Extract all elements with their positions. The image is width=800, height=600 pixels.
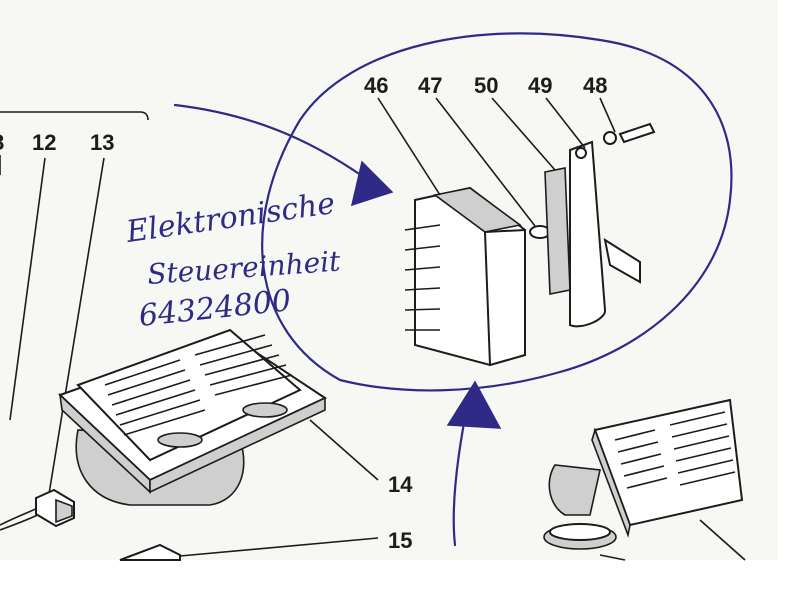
- leader-50: [491, 97, 556, 171]
- leader-48: [599, 97, 616, 133]
- panel-15: [119, 537, 379, 561]
- ink-arrow-top: [173, 103, 377, 187]
- leader-49: [545, 97, 586, 149]
- label-14: 14: [388, 472, 413, 497]
- foam-strip-50: [544, 167, 571, 295]
- washer-screw-48: [603, 122, 656, 145]
- label-12: 12: [32, 130, 56, 155]
- label-15: 15: [388, 528, 412, 553]
- ink-arrowhead-bottom: [446, 380, 502, 429]
- control-unit-pins: [404, 224, 441, 331]
- thumbwheel-left: [157, 432, 203, 448]
- label-8: 8: [0, 130, 4, 155]
- ink-arrowhead-top: [350, 160, 394, 207]
- label-47: 47: [418, 73, 442, 98]
- leader-13: [47, 157, 105, 501]
- label-49: 49: [528, 73, 552, 98]
- annotation-line-1: Elektronische: [123, 186, 337, 250]
- leader-46: [377, 97, 441, 196]
- vent-assembly-right: [543, 398, 746, 561]
- leader-frame: [0, 111, 149, 121]
- leader-47: [435, 97, 536, 227]
- leader-14: [309, 419, 379, 481]
- vent-slats: [104, 334, 293, 436]
- bracket-49: [569, 140, 641, 328]
- label-46: 46: [364, 73, 388, 98]
- leader-12: [9, 157, 46, 421]
- label-50: 50: [474, 73, 498, 98]
- annotation-line-2: Steuereinheit: [146, 245, 342, 291]
- control-unit-46: [404, 186, 526, 367]
- annotation-line-3: 64324800: [137, 283, 293, 334]
- ink-circle: [261, 32, 733, 392]
- vent-assembly-14: [58, 328, 328, 506]
- leader-15: [179, 537, 379, 557]
- label-48: 48: [583, 73, 607, 98]
- cable-connector: [0, 488, 75, 531]
- thumbwheel-right: [242, 402, 288, 418]
- vent-right-slats: [614, 411, 736, 489]
- label-13: 13: [90, 130, 114, 155]
